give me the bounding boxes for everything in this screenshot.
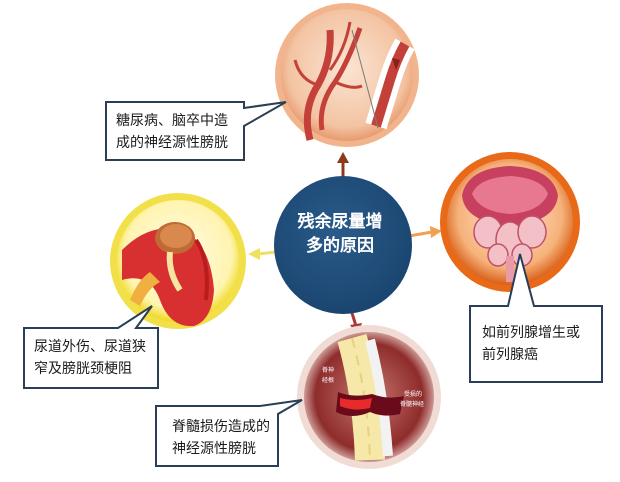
- spine-label-a-line1: 脊神: [322, 366, 334, 374]
- cause-left-line2: 窄及膀胱颈梗阻: [34, 361, 132, 377]
- cause-right-line1: 如前列腺增生或: [482, 325, 580, 341]
- spine-label-b-line1: 受损的: [404, 390, 422, 398]
- cause-left-line1: 尿道外伤、尿道狭: [34, 339, 146, 355]
- callout-right: [469, 253, 603, 383]
- callout-left: [23, 305, 159, 389]
- center-node-label: 残余尿量增 多的原因: [280, 210, 400, 258]
- cause-left-text: 尿道外伤、尿道狭 窄及膀胱颈梗阻: [34, 336, 146, 380]
- callout-top: [105, 101, 287, 161]
- cause-top-line2: 成的神经源性膀胱: [116, 135, 228, 151]
- cause-bottom-text: 脊髓损伤造成的 神经源性膀胱: [172, 416, 270, 460]
- center-label-line2: 多的原因: [306, 236, 374, 256]
- cause-right-line2: 前列腺癌: [482, 347, 538, 363]
- illustration-spine: 脊神 经根 受损的 脊髓神经: [297, 325, 441, 469]
- center-label-line1: 残余尿量增: [297, 212, 383, 232]
- illustration-prostate: [440, 152, 580, 292]
- arrow-to-top: [337, 152, 349, 178]
- arrow-to-right: [408, 226, 442, 238]
- spine-label-b-line2: 脊髓神经: [400, 400, 424, 408]
- illustration-urethra: [110, 193, 246, 329]
- arrow-to-left: [248, 248, 277, 260]
- cause-top-line1: 糖尿病、脑卒中造: [116, 113, 228, 129]
- cause-top-text: 糖尿病、脑卒中造 成的神经源性膀胱: [116, 110, 228, 154]
- callout-bottom: [155, 399, 303, 467]
- illustration-blood-vessels: [275, 3, 419, 147]
- cause-right-text: 如前列腺增生或 前列腺癌: [482, 322, 580, 366]
- cause-bottom-line1: 脊髓损伤造成的: [172, 419, 270, 435]
- spine-label-a-line2: 经根: [322, 376, 334, 384]
- center-node: [274, 176, 412, 314]
- cause-bottom-line2: 神经源性膀胱: [172, 441, 256, 457]
